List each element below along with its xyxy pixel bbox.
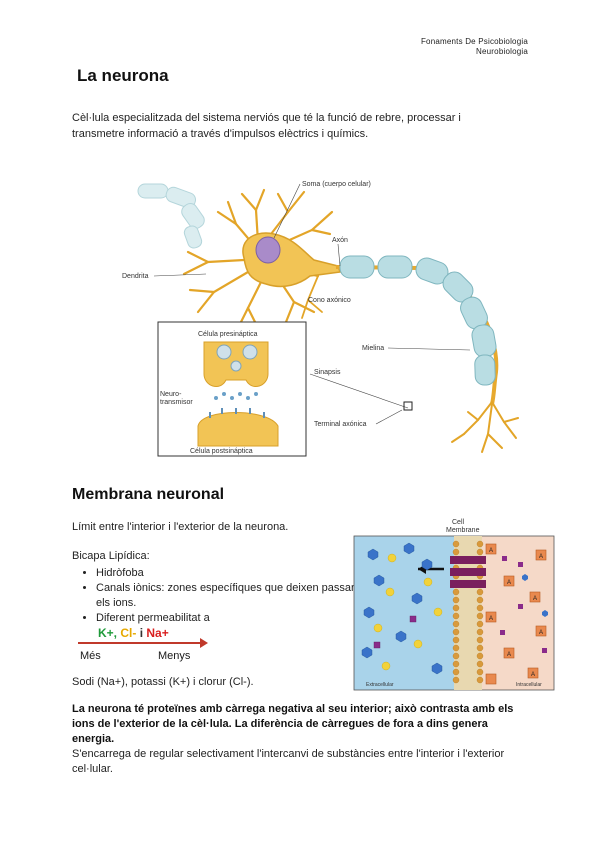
label-neurotransmisor-2: transmisor [160, 399, 193, 406]
negative-charge-paragraph: La neurona té proteïnes amb càrrega nega… [72, 703, 514, 745]
membrane-regulation-paragraph: S'encarrega de regular selectivament l'i… [72, 748, 505, 775]
label-postsinaptica: Célula postsináptica [190, 448, 253, 455]
ion-permeability-order: K+, Cl- i Na+ [98, 626, 169, 640]
protein-label: A [507, 652, 511, 658]
label-intracellular: Intracellular [516, 682, 542, 688]
label-soma: Soma (cuerpo celular) [302, 181, 371, 188]
synapse-inset: Célula presináptica Neuro- transmisor Cé… [157, 321, 307, 457]
protein-label: A [489, 548, 493, 554]
label-menys: Menys [158, 650, 191, 662]
cell-membrane-diagram: Cell Membrane [353, 519, 555, 691]
nucleus [255, 236, 281, 264]
label-membrane: Membrane [446, 527, 480, 534]
subject-title: Neurobiologia [476, 47, 528, 56]
section-title-membrana: Membrana neuronal [72, 486, 225, 503]
bilayer-heading: Bicapa Lipídica: [72, 550, 150, 562]
course-title: Fonaments De Psicobiologia [420, 37, 528, 46]
ion-separator: i [136, 626, 147, 640]
label-mielina: Mielina [362, 345, 384, 352]
neuron-diagram: Soma (cuerpo celular) Axón Dendrita Cono… [122, 181, 519, 457]
axon-terminals [451, 401, 519, 453]
label-axon: Axón [332, 237, 348, 244]
label-neurotransmisor-1: Neuro- [160, 391, 182, 398]
label-mes: Més [80, 650, 101, 662]
ions-description: Sodi (Na+), potassi (K+) i clorur (Cl-). [72, 676, 254, 688]
soma-body [242, 232, 341, 288]
label-extracellular: Extracellular [366, 682, 394, 688]
label-cell: Cell [452, 519, 465, 526]
bilayer-properties-list: Hidròfoba Canals iònics: zones específiq… [72, 566, 366, 626]
protein-label: A [539, 630, 543, 636]
label-dendrita: Dendrita [122, 273, 149, 280]
list-item: Hidròfoba [96, 566, 366, 581]
list-item: Canals iònics: zones específiques que de… [96, 581, 366, 611]
extracellular-ions [361, 542, 443, 675]
ion-k: K+, [98, 626, 118, 640]
protein-label: A [507, 580, 511, 586]
label-sinapsis: Sinapsis [314, 369, 341, 376]
myelin-sheath [339, 255, 497, 386]
protein-label: A [539, 554, 543, 560]
section-title-neurona: La neurona [77, 66, 169, 85]
permeability-arrowhead [200, 638, 208, 648]
axon-branches [301, 275, 323, 319]
synapse-marker [403, 401, 413, 411]
protein-label: A [489, 616, 493, 622]
neuron-definition: Cèl·lula especialitzada del sistema nerv… [72, 112, 461, 140]
label-terminal: Terminal axónica [314, 421, 367, 428]
permeability-arrow [78, 642, 204, 644]
membrane-limit-text: Límit entre l'interior i l'exterior de l… [72, 521, 289, 533]
ion-cl: Cl- [120, 626, 137, 640]
label-presinaptica: Célula presináptica [198, 331, 258, 338]
page-header: Fonaments De Psicobiologia Neurobiologia [421, 37, 528, 57]
ion-na: Na+ [146, 626, 169, 640]
list-item: Diferent permeabilitat a [96, 611, 366, 626]
protein-label: A [533, 596, 537, 602]
protein-label: A [531, 672, 535, 678]
label-cono: Cono axónico [308, 297, 351, 304]
upper-myelin [137, 183, 205, 249]
intracellular-proteins: A A A A A A A A [485, 543, 548, 685]
